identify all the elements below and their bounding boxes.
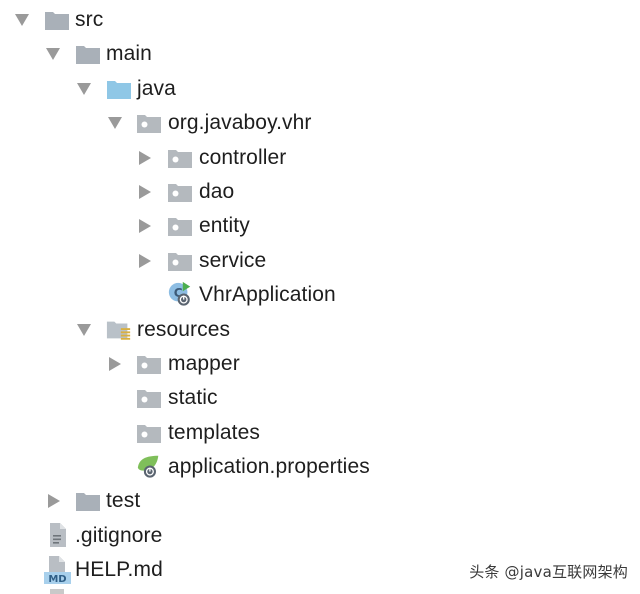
package-icon xyxy=(136,385,162,411)
chevron-down-icon[interactable] xyxy=(76,81,92,97)
chevron-right-icon[interactable] xyxy=(137,150,153,166)
tree-node-application-properties[interactable]: application.properties xyxy=(0,450,640,484)
tree-node-label: mapper xyxy=(168,351,240,375)
tree-node-label: dao xyxy=(199,179,235,203)
package-icon xyxy=(167,145,193,171)
tree-node-label: controller xyxy=(199,145,287,169)
partial-file-icon xyxy=(50,589,64,594)
svg-text:C: C xyxy=(174,286,183,300)
markdown-file-icon: MD xyxy=(44,555,72,585)
package-icon xyxy=(167,179,193,205)
folder-icon xyxy=(75,41,101,67)
tree-node-label: test xyxy=(106,489,141,513)
tree-node-gitignore[interactable]: .gitignore xyxy=(0,519,640,553)
tree-node-help-md[interactable]: MD HELP.md xyxy=(0,553,640,587)
tree-node-java[interactable]: java xyxy=(0,72,640,106)
tree-node-label: templates xyxy=(168,420,260,444)
tree-node-label: .gitignore xyxy=(75,523,163,547)
watermark: 头条 @java互联网架构 xyxy=(469,563,628,581)
chevron-down-icon[interactable] xyxy=(76,322,92,338)
tree-node-resources[interactable]: resources xyxy=(0,313,640,347)
tree-node-org-javaboy-vhr[interactable]: org.javaboy.vhr xyxy=(0,106,640,140)
package-icon xyxy=(167,248,193,274)
tree-node-label: main xyxy=(106,42,152,66)
tree-node-main[interactable]: main xyxy=(0,37,640,71)
chevron-right-icon[interactable] xyxy=(137,218,153,234)
chevron-right-icon[interactable] xyxy=(46,493,62,509)
chevron-down-icon[interactable] xyxy=(45,46,61,62)
resources-folder-icon xyxy=(106,317,132,343)
chevron-right-icon[interactable] xyxy=(137,184,153,200)
tree-node-test[interactable]: test xyxy=(0,484,640,518)
tree-node-label: HELP.md xyxy=(75,558,163,582)
tree-node-label: src xyxy=(75,8,104,31)
folder-icon xyxy=(75,488,101,514)
tree-node-label: static xyxy=(168,386,218,410)
package-icon xyxy=(136,420,162,446)
spring-boot-class-icon: C xyxy=(167,281,193,307)
text-file-icon xyxy=(44,522,70,548)
tree-node-static[interactable]: static xyxy=(0,381,640,415)
tree-node-label: service xyxy=(199,248,267,272)
tree-node-label: application.properties xyxy=(168,455,370,479)
tree-node-entity[interactable]: entity xyxy=(0,209,640,243)
tree-node-controller[interactable]: controller xyxy=(0,141,640,175)
tree-node-mapper[interactable]: mapper xyxy=(0,347,640,381)
tree-node-src[interactable]: src xyxy=(0,3,640,37)
tree-node-service[interactable]: service xyxy=(0,244,640,278)
tree-node-label: resources xyxy=(137,317,231,341)
tree-node-label: VhrApplication xyxy=(199,283,336,307)
chevron-right-icon[interactable] xyxy=(107,356,123,372)
chevron-down-icon[interactable] xyxy=(107,115,123,131)
tree-node-vhrapplication[interactable]: C VhrApplication xyxy=(0,278,640,312)
chevron-right-icon[interactable] xyxy=(137,253,153,269)
source-folder-icon xyxy=(106,76,132,102)
package-icon xyxy=(136,351,162,377)
tree-node-label: org.javaboy.vhr xyxy=(168,111,312,135)
package-icon xyxy=(136,110,162,136)
project-tree: src main java org.javaboy.vhr xyxy=(0,3,640,588)
spring-properties-icon xyxy=(136,453,162,479)
folder-icon xyxy=(44,7,70,33)
tree-node-label: java xyxy=(137,76,176,100)
tree-node-templates[interactable]: templates xyxy=(0,416,640,450)
package-icon xyxy=(167,213,193,239)
svg-text:MD: MD xyxy=(48,574,66,585)
tree-node-dao[interactable]: dao xyxy=(0,175,640,209)
tree-node-label: entity xyxy=(199,214,250,238)
chevron-down-icon[interactable] xyxy=(14,12,30,28)
